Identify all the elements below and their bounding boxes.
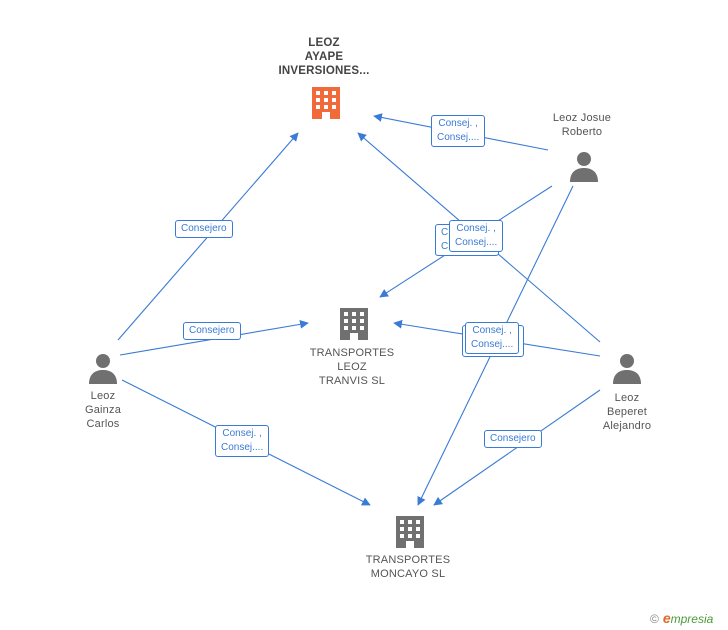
brand-initial: e bbox=[662, 610, 671, 626]
label-line: TRANVIS SL bbox=[318, 375, 386, 387]
building-icon[interactable] bbox=[310, 85, 342, 119]
edge-label-line: Consej.... bbox=[437, 132, 480, 143]
label-line: Carlos bbox=[86, 418, 120, 430]
edge-label-line: C bbox=[441, 241, 449, 252]
label-line: Roberto bbox=[561, 126, 603, 138]
label-line: Alejandro bbox=[602, 420, 652, 432]
node-label-transportes-leoz[interactable]: TRANSPORTES LEOZ TRANVIS SL bbox=[290, 346, 414, 388]
edge-label-beperet-tl[interactable]: Consej. , Consej.... bbox=[465, 322, 520, 354]
node-label-transportes-moncayo[interactable]: TRANSPORTES MONCAYO SL bbox=[346, 553, 470, 581]
edge-label-line: Consej.... bbox=[471, 339, 514, 350]
label-line: AYAPE bbox=[304, 51, 344, 63]
edge-label-line: C bbox=[441, 227, 449, 238]
label-line: LEOZ bbox=[337, 361, 367, 373]
copyright-icon: © bbox=[650, 612, 659, 626]
node-label-leoz-josue[interactable]: Leoz Josue Roberto bbox=[532, 111, 632, 139]
building-icon[interactable] bbox=[338, 306, 370, 340]
edge-label-line: Consejero bbox=[181, 223, 227, 234]
brand-name: mpresia bbox=[670, 612, 714, 626]
label-line: LEOZ bbox=[308, 37, 340, 49]
edge-label-line: Consej. , bbox=[456, 223, 496, 234]
label-line: TRANSPORTES bbox=[365, 554, 451, 566]
edge-label-josue-tl[interactable]: Consej. , Consej.... bbox=[449, 220, 504, 252]
person-icon[interactable] bbox=[568, 150, 600, 182]
label-line: Leoz bbox=[90, 390, 116, 402]
edge-label-line: Consej. , bbox=[222, 428, 262, 439]
label-line: MONCAYO SL bbox=[370, 568, 446, 580]
edge-label-line: Consej.... bbox=[221, 442, 264, 453]
edge-label-josue-ayape[interactable]: Consej. , Consej.... bbox=[431, 115, 486, 147]
edge-label-line: Consejero bbox=[490, 433, 536, 444]
label-line: TRANSPORTES bbox=[309, 347, 395, 359]
edge-label-beperet-tm[interactable]: Consejero bbox=[484, 430, 542, 448]
person-icon[interactable] bbox=[611, 352, 643, 384]
label-line: Leoz bbox=[614, 392, 640, 404]
label-line: Leoz Josue bbox=[552, 112, 612, 124]
edge-label-line: Consejero bbox=[189, 325, 235, 336]
building-icon[interactable] bbox=[394, 514, 426, 548]
label-line: Beperet bbox=[607, 406, 647, 418]
brand-watermark: ©empresia bbox=[650, 610, 713, 626]
node-label-leoz-beperet[interactable]: Leoz Beperet Alejandro bbox=[584, 391, 670, 433]
node-label-leoz-ayape[interactable]: LEOZ AYAPE INVERSIONES... bbox=[256, 36, 392, 78]
edge-label-gainza-tl[interactable]: Consejero bbox=[183, 322, 241, 340]
person-icon[interactable] bbox=[87, 352, 119, 384]
label-line: INVERSIONES... bbox=[278, 65, 370, 77]
edge-label-gainza-tm[interactable]: Consej. , Consej.... bbox=[215, 425, 270, 457]
edge-label-line: Consej.... bbox=[455, 237, 498, 248]
edge-label-line: Consej. , bbox=[438, 118, 478, 129]
label-line: Gainza bbox=[84, 404, 122, 416]
edge-label-line: Consej. , bbox=[472, 325, 512, 336]
node-label-leoz-gainza[interactable]: Leoz Gainza Carlos bbox=[60, 389, 146, 431]
edge-label-gainza-ayape[interactable]: Consejero bbox=[175, 220, 233, 238]
